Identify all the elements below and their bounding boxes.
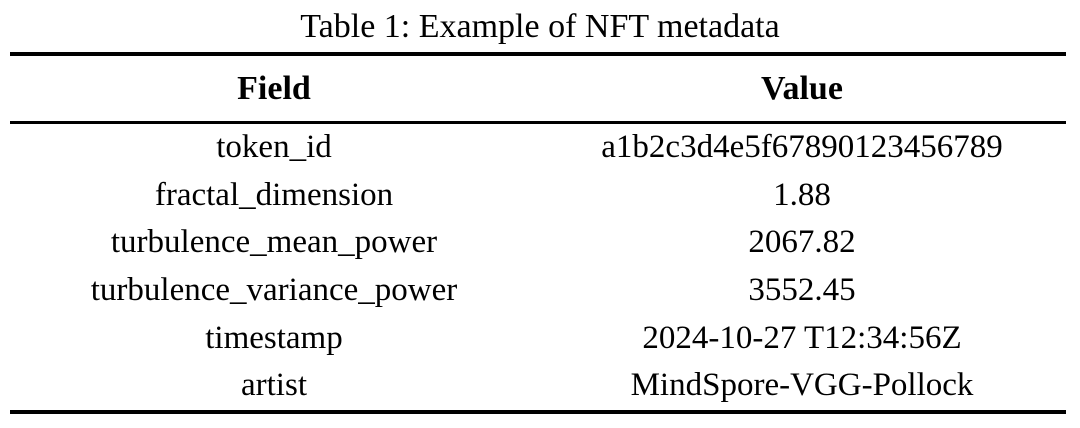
field-cell: token_id (216, 129, 332, 166)
column-header-value: Value (761, 69, 843, 107)
field-cell: fractal_dimension (154, 176, 394, 213)
field-cell: timestamp (205, 319, 343, 356)
mid-rule (10, 121, 1066, 124)
value-cell: 2067.82 (748, 224, 856, 261)
field-cell: artist (241, 367, 307, 404)
table-row: turbulence_variance_power 3552.45 (10, 267, 1066, 315)
table-row: token_id a1b2c3d4e5f67890123456789 (10, 124, 1066, 172)
value-cell: a1b2c3d4e5f67890123456789 (601, 129, 1003, 166)
table-body: token_id a1b2c3d4e5f67890123456789 fract… (10, 124, 1066, 410)
value-cell: MindSpore-VGG-Pollock (630, 367, 974, 404)
metadata-table: Field Value token_id a1b2c3d4e5f67890123… (10, 52, 1066, 414)
table-row: timestamp 2024-10-27 T12:34:56Z (10, 314, 1066, 362)
column-header-field: Field (237, 69, 311, 107)
field-cell: turbulence_mean_power (110, 224, 438, 261)
table-row: turbulence_mean_power 2067.82 (10, 219, 1066, 267)
bottom-rule (10, 409, 1066, 414)
value-cell: 3552.45 (748, 272, 856, 309)
table-row: artist MindSpore-VGG-Pollock (10, 362, 1066, 410)
table-caption: Table 1: Example of NFT metadata (300, 8, 780, 45)
top-rule (10, 52, 1066, 56)
table-row: fractal_dimension 1.88 (10, 172, 1066, 220)
field-cell: turbulence_variance_power (90, 272, 458, 309)
value-cell: 2024-10-27 T12:34:56Z (642, 319, 962, 356)
value-cell: 1.88 (773, 176, 831, 213)
table-header-row: Field Value (10, 56, 1066, 121)
